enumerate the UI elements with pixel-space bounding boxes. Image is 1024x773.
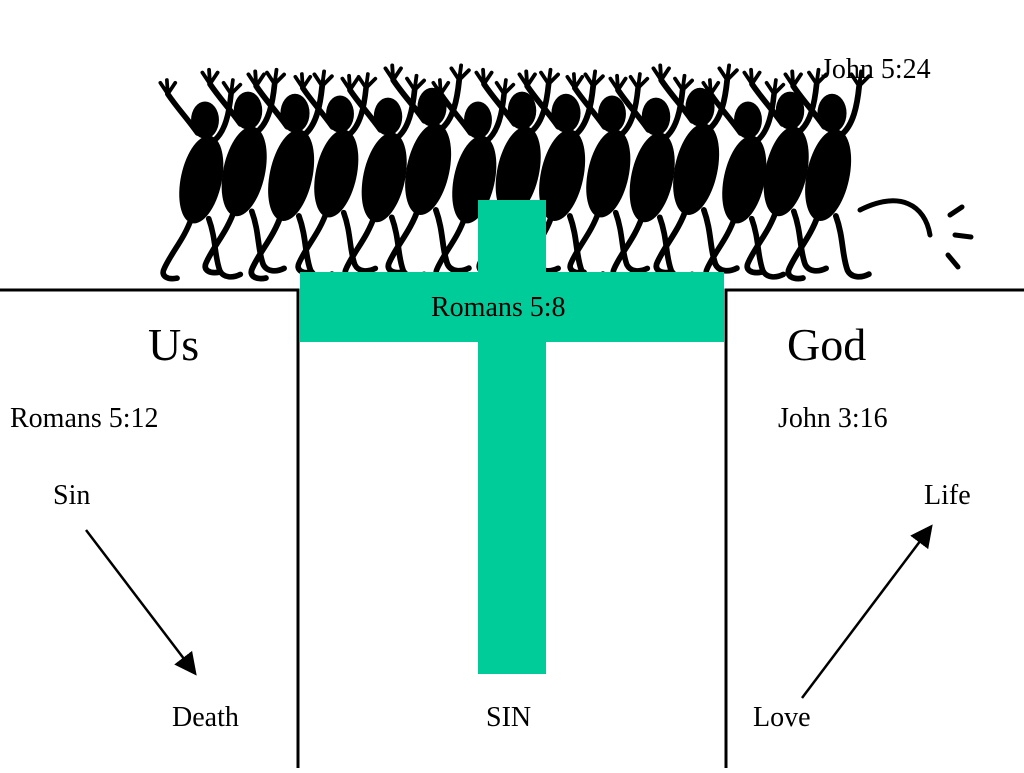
kick-motion-icon [857, 198, 974, 270]
bridge-post [478, 200, 546, 674]
us-heading: Us [148, 319, 200, 370]
sin-label: Sin [53, 480, 91, 511]
love-to-life-arrow [801, 524, 933, 699]
sin-to-death-arrow [85, 529, 197, 676]
god-heading: God [787, 319, 867, 370]
right-cliff-edge [724, 288, 1024, 768]
life-label: Life [924, 480, 971, 511]
bridge-verse: Romans 5:8 [431, 292, 566, 323]
love-label: Love [753, 702, 811, 733]
left-cliff-edge [0, 288, 300, 768]
death-label: Death [172, 702, 239, 733]
left-verse: Romans 5:12 [10, 403, 159, 434]
right-verse: John 3:16 [778, 403, 888, 434]
crowd-verse: John 5:24 [821, 54, 931, 85]
chasm-label: SIN [486, 702, 532, 733]
dancing-figure-icon [160, 65, 974, 278]
